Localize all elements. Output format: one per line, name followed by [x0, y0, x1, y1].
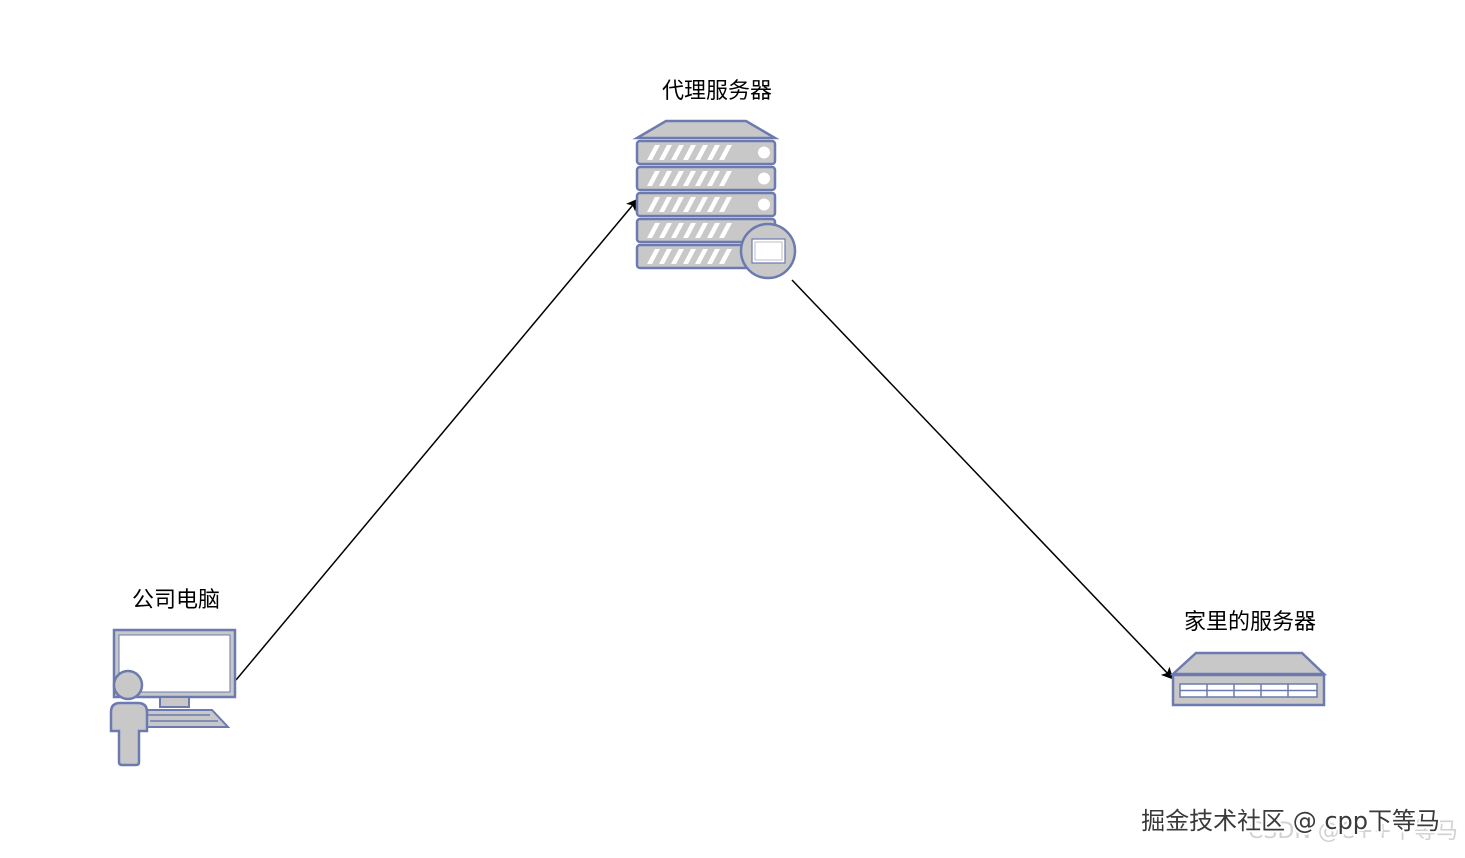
watermark-primary-outline: 掘金技术社区 @ cpp下等马 [1141, 807, 1440, 835]
watermark-primary: 掘金技术社区 @ cpp下等马 [1141, 807, 1440, 835]
node-proxy-server[interactable]: 代理服务器 [632, 79, 797, 280]
watermark: CSDN @C++下等马 掘金技术社区 @ cpp下等马 掘金技术社区 @ cp… [1139, 805, 1458, 844]
rack-1u-server-icon [1169, 651, 1328, 707]
watermark-secondary: CSDN @C++下等马 [1248, 819, 1458, 844]
company-pc-label: 公司电脑 [132, 588, 220, 613]
edge-company-to-proxy [235, 198, 639, 681]
edge-proxy-to-home [791, 279, 1174, 680]
rack-server-icon [632, 119, 797, 280]
user-workstation-icon [109, 628, 237, 767]
monitor-badge-icon [739, 222, 797, 280]
proxy-server-label: 代理服务器 [662, 79, 772, 104]
node-company-pc[interactable]: 公司电脑 [109, 588, 237, 767]
home-server-label: 家里的服务器 [1184, 610, 1316, 635]
node-home-server[interactable]: 家里的服务器 [1169, 610, 1328, 707]
